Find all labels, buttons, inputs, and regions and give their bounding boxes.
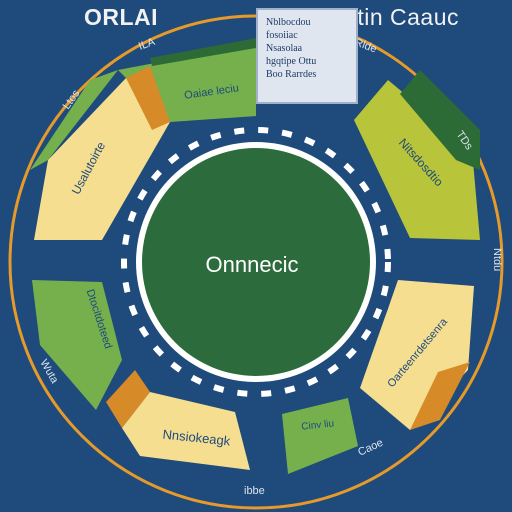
note-line: Nsasolaa (266, 43, 303, 54)
note-card: Nblbocdou fosoiiac Nsasolaa hgqtipe Ottu… (256, 8, 358, 104)
segment-upper-left-green (30, 70, 118, 170)
outer-label-2: ILA (137, 36, 157, 53)
segment-label-bottom-green: Cinv liu (301, 418, 335, 432)
segment-right-accent (410, 362, 470, 430)
outer-label-5: Ntdu (491, 248, 503, 271)
note-line: Nblbocdou (266, 17, 311, 28)
segment-bottom-yellow (122, 392, 250, 470)
note-line: fosoiiac (266, 30, 298, 41)
note-line: hgqtipe Ottu (266, 56, 317, 67)
header-title-left: ORLAI (84, 4, 159, 30)
segment-upper-right-band (400, 70, 480, 170)
segment-top-green-band (150, 38, 256, 66)
outer-label-6: Caoe (356, 437, 385, 459)
segment-upper-right-olive (354, 80, 480, 240)
center-circle (142, 148, 370, 376)
segment-left-green (32, 280, 122, 410)
segment-upper-left-yellow (34, 78, 170, 240)
note-line: Boo Rarrdes (266, 69, 317, 80)
segment-left-accent (106, 370, 150, 428)
segment-bottom-green (282, 398, 358, 474)
segment-upper-left-accent (126, 66, 170, 130)
segment-label-bottom-yellow: Nnsiokeagk (162, 427, 232, 449)
outer-label-7: ibbe (244, 485, 265, 497)
center-label: Onnnecic (206, 252, 299, 277)
inner-ticks (121, 127, 391, 397)
